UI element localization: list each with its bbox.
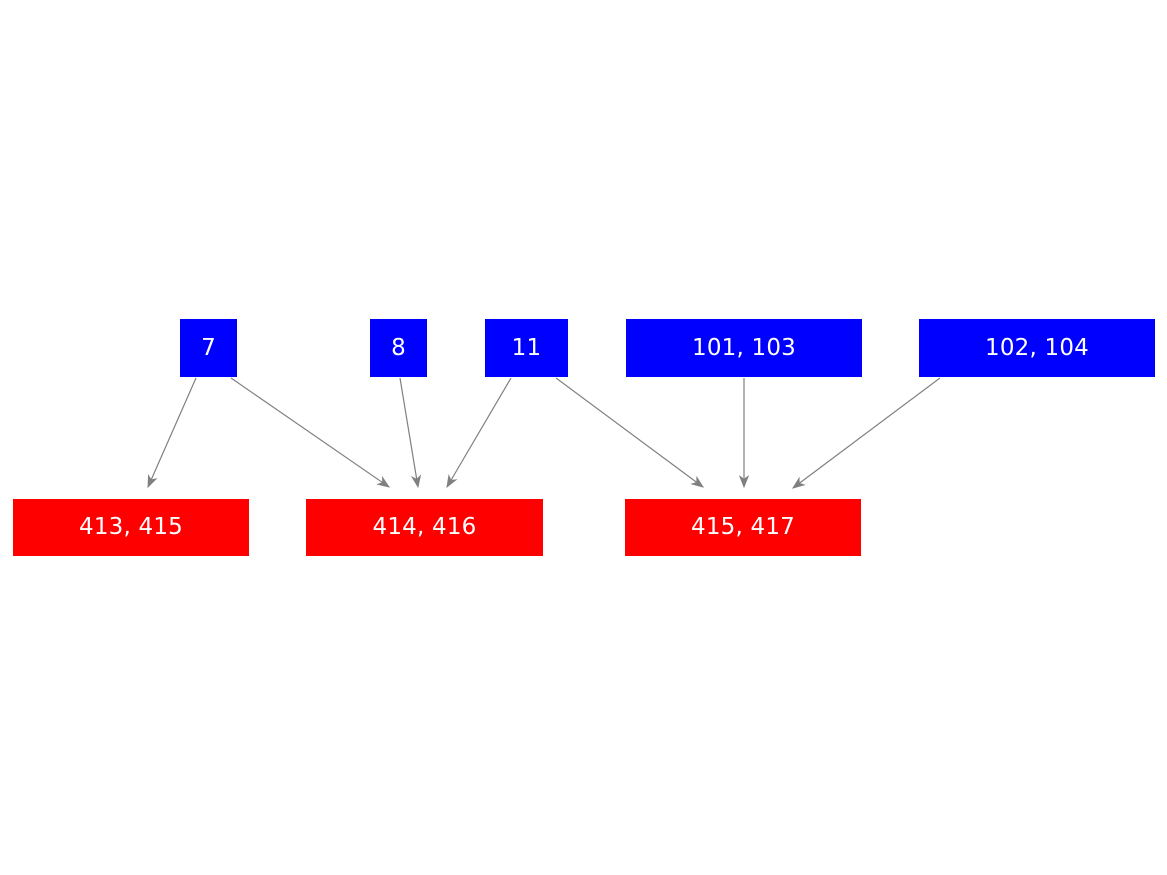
graph-node-n11[interactable]: 11 [485,319,568,377]
node-label: 102, 104 [984,334,1090,361]
node-label: 414, 416 [372,514,477,540]
graph-node-t414[interactable]: 414, 416 [306,499,543,556]
graph-edge [446,377,512,489]
node-label: 7 [201,334,216,361]
node-label: 8 [391,334,406,361]
node-label: 413, 415 [78,514,184,540]
graph-edge [147,377,197,489]
graph-node-n7[interactable]: 7 [180,319,237,377]
edges-group [147,377,941,489]
node-label: 11 [511,334,542,361]
node-label: 101, 103 [691,334,797,361]
graph-node-n8[interactable]: 8 [370,319,427,377]
graph-node-t413[interactable]: 413, 415 [13,499,249,556]
node-label: 415, 417 [690,514,796,540]
graph-node-n101[interactable]: 101, 103 [626,319,862,377]
graph-node-t415[interactable]: 415, 417 [625,499,861,556]
graph-edge [792,377,941,489]
graph-node-n102[interactable]: 102, 104 [919,319,1155,377]
graph-edge [555,377,704,488]
graph-edge [230,377,390,488]
graph-edge [399,377,422,489]
